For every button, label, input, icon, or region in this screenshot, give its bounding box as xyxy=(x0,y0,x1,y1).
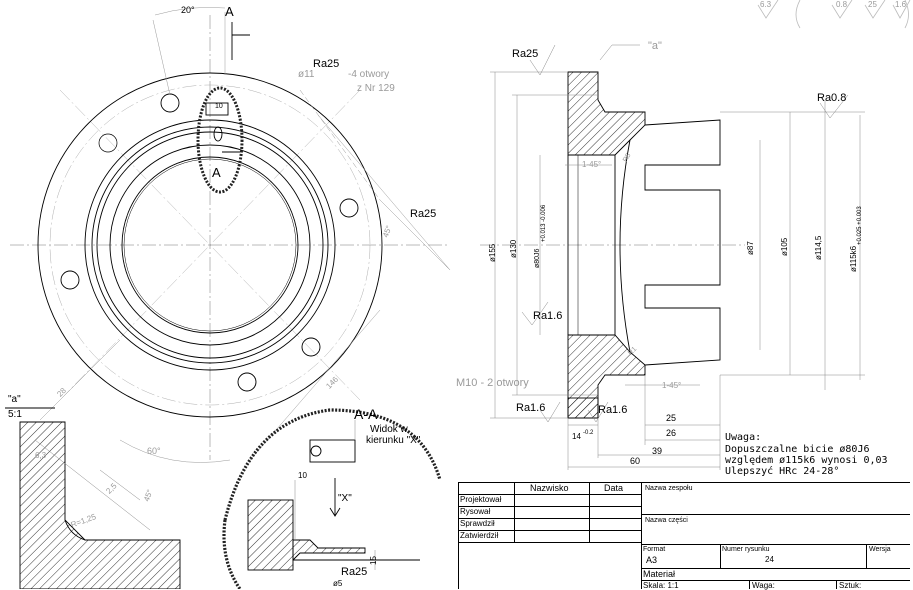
reference-a-label: "a" xyxy=(648,40,662,52)
dim-39: 39 xyxy=(652,446,663,456)
tb-format-label: Format xyxy=(643,546,666,553)
detail-view-note-2: kierunku "X" xyxy=(366,435,421,446)
roughness-ra16-bottom: Ra1.6 xyxy=(516,402,546,414)
notes-line-2: względem ø115k6 wynosi 0,03 xyxy=(725,455,888,466)
chamfer-bottom: 1-45° xyxy=(662,381,682,390)
front-view xyxy=(10,7,451,463)
angle-60-label: 60° xyxy=(147,446,161,456)
tb-part-name: Nazwa części xyxy=(645,517,688,524)
dim-14-tolerance: -0.2 xyxy=(583,430,594,436)
thread-note: M10 - 2 otwory xyxy=(456,377,529,389)
dia-105: ø105 xyxy=(780,237,789,256)
dim-25: 25 xyxy=(666,413,677,423)
hole-note-ref: z Nr 129 xyxy=(357,83,395,94)
dia-155: ø155 xyxy=(488,243,497,262)
detail-dim-5: ø5 xyxy=(333,579,343,588)
tb-version-label: Wersja xyxy=(869,546,891,553)
tb-row-drawn: Rysował xyxy=(460,507,491,516)
section-marker-top: A xyxy=(225,4,234,19)
dim-60: 60 xyxy=(630,456,641,466)
enlargement-dim-63: 6,3 xyxy=(35,451,47,460)
tb-drawing-no-value: 24 xyxy=(765,555,774,564)
dim-14: 14 xyxy=(572,432,581,441)
roughness-ra08: Ra0.8 xyxy=(817,92,847,104)
roughness-ra16-left: Ra1.6 xyxy=(533,310,563,322)
dia-80: ø80J6 xyxy=(534,248,541,268)
tb-format-value: A3 xyxy=(646,555,658,565)
detail-section-label: A-A xyxy=(354,406,378,422)
dia-80-tolerance: +0.013 -0.006 xyxy=(541,204,547,242)
chamfer-top: 1-45° xyxy=(582,160,602,169)
section-view xyxy=(480,44,865,470)
surface-value-08: 0.8 xyxy=(836,0,848,9)
tb-col-name: Nazwisko xyxy=(530,483,569,493)
notes-line-1: Dopuszczalne bicie ø80J6 xyxy=(725,444,870,455)
notes-line-3: Ulepszyć HRc 24-28° xyxy=(725,466,840,477)
tb-material-label: Materiał xyxy=(643,569,676,579)
surface-value-16: 1.6 xyxy=(895,0,907,9)
dim-26: 26 xyxy=(666,428,677,438)
tb-row-approved: Zatwierdził xyxy=(460,531,499,540)
dia-130: ø130 xyxy=(509,239,518,258)
slot-dim-10: 10 xyxy=(215,103,223,110)
detail-arrow-x: "X" xyxy=(338,493,352,504)
detail-dim-15: 15 xyxy=(369,556,378,565)
hole-note-diameter: ø11 xyxy=(298,69,315,80)
tb-qty-label: Sztuk: xyxy=(839,581,862,590)
surface-symbol-legend xyxy=(757,0,911,29)
title-block xyxy=(458,482,910,589)
roughness-ra25-section: Ra25 xyxy=(512,48,539,60)
dia-87: ø87 xyxy=(746,241,755,255)
tb-scale-label: Skala: 1:1 xyxy=(643,581,679,590)
tb-mass-label: Waga: xyxy=(752,581,775,590)
tb-row-checked: Sprawdził xyxy=(460,519,495,528)
enlargement-scale: 5:1 xyxy=(8,409,22,420)
tb-drawing-no-label: Numer rysunku xyxy=(722,546,770,553)
tb-col-date: Data xyxy=(604,483,624,493)
section-marker-bottom: A xyxy=(212,165,221,180)
roughness-ra25-side: Ra25 xyxy=(410,208,437,220)
dia-114: ø114,5 xyxy=(814,235,823,260)
roughness-ra25-front: Ra25 xyxy=(313,58,340,70)
surface-value-63: 6.3 xyxy=(760,0,772,9)
detail-roughness-ra25: Ra25 xyxy=(341,566,368,578)
roughness-ra16-right: Ra1.6 xyxy=(598,404,628,416)
dia-115: ø115k6 xyxy=(849,245,858,272)
dia-115-tolerance: +0.025 +0.003 xyxy=(857,206,863,245)
enlargement-view xyxy=(5,407,181,589)
surface-value-25: 25 xyxy=(868,0,877,9)
tb-team-name: Nazwa zespołu xyxy=(645,485,693,492)
tb-row-designed: Projektował xyxy=(460,495,502,504)
angle-20-label: 20° xyxy=(181,5,195,15)
detail-view xyxy=(222,408,442,589)
enlargement-ref-a: "a" xyxy=(8,394,21,405)
notes-title: Uwaga: xyxy=(725,432,762,443)
hole-note-count: -4 otwory xyxy=(348,69,390,80)
detail-view-note-1: Widok w xyxy=(370,424,408,435)
detail-dim-10: 10 xyxy=(298,471,307,480)
